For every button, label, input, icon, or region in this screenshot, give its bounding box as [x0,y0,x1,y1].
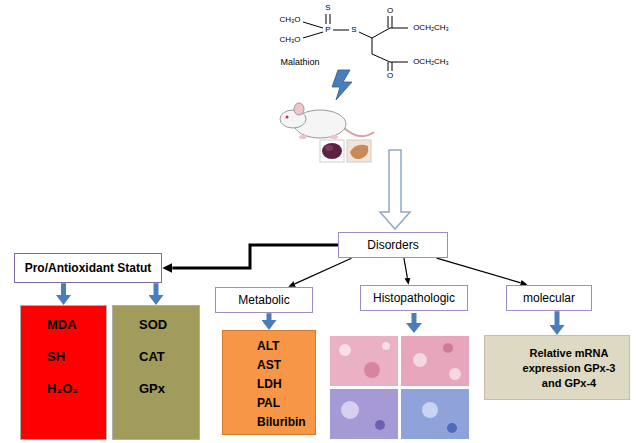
open-arrow [380,150,410,229]
node-text: Histopathologic [373,291,455,305]
histology-images [330,389,398,439]
connector-arrow [172,245,338,268]
category-box: Disorders [338,232,447,258]
histology-arrow [412,313,417,324]
organ-pictures [325,145,333,151]
organ-pictures [320,140,344,162]
node-text: MDA [47,309,102,341]
organ-pictures [350,145,368,159]
connector-arrow [267,313,272,320]
atom-label: S [351,26,356,34]
connector-arrow [61,283,66,295]
histology-images [382,342,390,350]
malathion-structure [392,16,393,28]
mouse-picture [344,128,374,136]
connector-arrow [154,283,159,295]
malathion-structure [372,54,390,62]
atom-label: O [387,7,393,15]
atom-label: S [325,4,330,12]
malathion-structure [388,16,389,28]
connector-arrow [295,258,352,284]
connector-arrow [437,258,521,283]
histology-images [449,368,461,380]
atom-label: P [325,26,330,34]
malathion-structure [372,28,390,38]
histology-images [422,402,438,418]
node-text: SOD [139,309,195,341]
histology-images [339,344,351,356]
node-text: AST [257,356,311,375]
histology-images [375,420,385,430]
atom-label: CH₃O [279,16,300,24]
node-text: GPx [139,373,195,405]
mouse-picture [294,103,304,115]
connector-arrow [555,311,560,325]
malathion-structure [303,22,323,28]
malathion-structure [359,32,372,38]
organ-pictures [320,140,371,162]
atom-label: OCH₂CH₃ [413,24,449,32]
atom-label: CH₃O [279,36,300,44]
histology-images [401,336,469,386]
node-text: LDH [257,375,311,394]
mouse-picture [299,135,307,139]
malathion-structure [388,62,389,71]
organ-pictures [347,140,371,162]
histology-images [330,336,469,439]
compound-name: Malathion [280,58,319,67]
result-box: MDASHH₂O₂ [20,305,107,440]
histology-arrow [406,313,422,333]
histology-images [447,423,457,433]
connector-arrow [404,258,407,278]
malathion-structure [390,28,408,29]
category-box: Metabolic [215,287,312,313]
node-text: Relative mRNA expression GPx-3 and GPx-4 [515,346,623,391]
node-text: Biluribin [257,413,311,432]
histology-images [364,362,380,378]
category-box: Pro/Antioxidant Statut [14,253,163,283]
node-text: molecular [523,291,575,305]
node-text: Metabolic [238,293,289,307]
histology-images [443,343,453,353]
result-box: SODCATGPx [112,305,200,440]
node-text: CAT [139,341,195,373]
node-text: ALT [257,337,311,356]
mouse-picture [286,116,289,119]
histology-images [413,353,427,367]
category-box: molecular [506,285,592,311]
node-text: SH [47,341,102,373]
malathion-structure [333,30,349,31]
category-box: Histopathologic [360,285,468,311]
histology-images [401,389,469,439]
result-box: ALTASTLDHPALBiluribin [222,330,316,435]
lightning-bolt [332,70,352,100]
histology-images [330,336,398,386]
node-text: Disorders [367,238,418,252]
node-text: PAL [257,394,311,413]
malathion-structure [303,32,323,38]
malathion-structure [372,38,373,54]
result-box: Relative mRNA expression GPx-3 and GPx-4 [484,335,630,400]
node-text: H₂O₂ [47,373,102,405]
histology-images [341,401,359,419]
organ-pictures [322,143,342,159]
atom-label: O [387,72,393,80]
malathion-structure [392,62,393,71]
histology-arrow [406,323,422,333]
malathion-structure [390,62,408,63]
mouse-picture [280,103,374,139]
node-text: Pro/Antioxidant Statut [25,261,152,275]
malathion-structure [330,14,331,24]
atom-label: OCH₂CH₃ [413,58,449,66]
malathion-structure [326,14,327,24]
mouse-picture [330,135,338,139]
